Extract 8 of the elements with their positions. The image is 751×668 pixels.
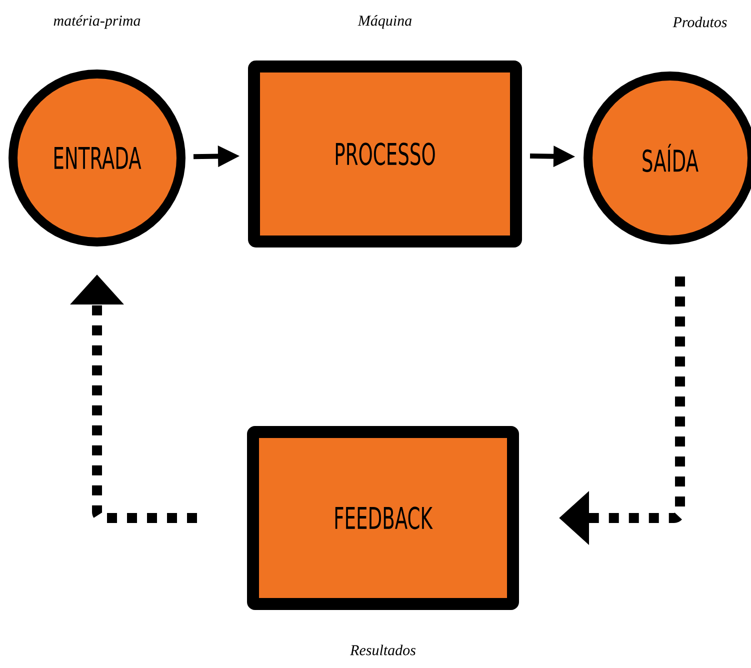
process-box: PROCESSO bbox=[248, 60, 522, 248]
caption-label: matéria-prima bbox=[54, 15, 140, 29]
caption-label: Resultados bbox=[350, 644, 416, 656]
process-box: FEEDBACK bbox=[247, 426, 519, 610]
caption-label: Produtos bbox=[672, 16, 727, 28]
circle-node: SAÍDA bbox=[584, 71, 751, 244]
caption-label: Máquina bbox=[358, 15, 412, 29]
circle-node: ENTRADA bbox=[8, 69, 186, 246]
